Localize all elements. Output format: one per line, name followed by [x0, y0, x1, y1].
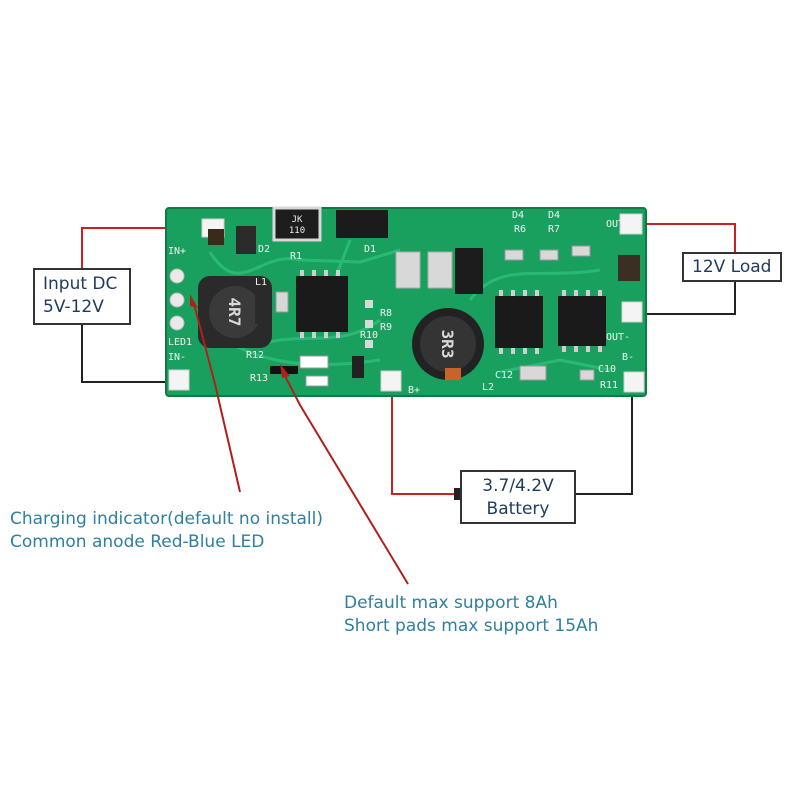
annotation-arrows: [193, 303, 409, 585]
arrow-heads: [190, 294, 290, 378]
pad-b-plus: [380, 370, 402, 392]
mosfet-q1: [455, 248, 483, 294]
ic-u2: [495, 296, 543, 348]
silkscreen-text: IN+ IN- LED1 OUT+ OUT- B+ B- L1 L2 R12 R…: [168, 210, 634, 396]
silk-r13: R13: [250, 373, 268, 384]
input-dc-line1: Input DC: [43, 274, 118, 294]
silk-out-plus: OUT+: [606, 219, 630, 230]
silk-d1: D1: [364, 244, 376, 255]
wire-input-negative: [81, 325, 170, 383]
silk-r8: R8: [380, 308, 392, 319]
silk-led1: LED1: [168, 337, 192, 348]
arrowhead-charging: [190, 294, 198, 308]
ic-u1: [296, 276, 348, 332]
load-label: 12V Load: [682, 252, 782, 282]
inductor-l1-marking: 4R7: [225, 298, 244, 327]
ic-u3: [558, 296, 606, 346]
pad-out-minus: [621, 301, 643, 323]
inductor-l1: [198, 276, 272, 348]
led-pads: [169, 268, 185, 331]
silk-d2: D2: [258, 244, 270, 255]
silk-r6: R6: [514, 224, 526, 235]
silk-c10: C10: [598, 364, 616, 375]
inductor-l2-marking: 3R3: [438, 330, 457, 359]
schottky-diode-jk: [272, 206, 322, 242]
schottky-marking-line: JK: [292, 215, 303, 225]
arrow-short-pads: [283, 373, 409, 585]
arrow-charging-indicator: [193, 303, 241, 493]
charging-indicator-annotation: Charging indicator(default no install) C…: [10, 508, 323, 554]
silk-d4a: D4: [512, 210, 524, 221]
resistor-sense-1: [395, 251, 421, 289]
silk-r1: R1: [290, 251, 302, 262]
capacitor-output: [618, 255, 640, 281]
battery-terminal: [454, 488, 460, 500]
silk-in-plus: IN+: [168, 246, 186, 257]
diode-d1: [336, 210, 388, 238]
capacity-line1: Default max support 8Ah: [344, 593, 558, 613]
input-dc-label: Input DC 5V-12V: [33, 268, 131, 325]
silk-c12: C12: [495, 370, 513, 381]
wire-battery-positive: [391, 382, 458, 495]
ic-pins: [300, 270, 602, 354]
ic-chips: [296, 276, 606, 348]
pad-in-minus: [168, 369, 190, 391]
resistor-sense-2: [427, 251, 453, 289]
smd-parts: [255, 245, 595, 387]
battery-label: 3.7/4.2V Battery: [460, 470, 576, 524]
pad-b-minus: [623, 371, 645, 393]
charging-line1: Charging indicator(default no install): [10, 509, 324, 529]
wire-input-positive: [81, 227, 170, 268]
arrowhead-short-pads: [280, 364, 290, 378]
inductor-markings: 4R7 3R3: [225, 298, 457, 359]
silk-out-minus: OUT-: [606, 332, 630, 343]
capacitor-c1: [208, 229, 224, 245]
capacity-line2: Short pads max support 15Ah: [344, 616, 599, 636]
wire-load-positive: [636, 223, 736, 252]
silk-r7: R7: [548, 224, 560, 235]
silk-l2: L2: [482, 382, 494, 393]
pcb-board: [165, 206, 647, 397]
wire-load-negative: [636, 282, 736, 315]
pad-out-plus: [619, 213, 643, 235]
wires: [81, 223, 736, 495]
silk-b-plus: B+: [408, 385, 420, 396]
wire-battery-negative: [576, 385, 633, 495]
schottky-marking-line: 110: [289, 226, 305, 236]
silk-d4b: D4: [548, 210, 560, 221]
inductor-l2: [412, 308, 484, 380]
diode-d2: [236, 226, 256, 254]
silk-l1: L1: [255, 277, 267, 288]
battery-line1: 3.7/4.2V: [482, 476, 554, 496]
silk-r10: R10: [360, 330, 378, 341]
silk-b-minus: B-: [622, 352, 634, 363]
silk-r12: R12: [246, 350, 264, 361]
battery-line2: Battery: [486, 499, 550, 519]
capacity-annotation: Default max support 8Ah Short pads max s…: [344, 592, 598, 638]
input-dc-line2: 5V-12V: [43, 297, 104, 317]
silk-in-minus: IN-: [168, 352, 186, 363]
charging-line2: Common anode Red-Blue LED: [10, 532, 265, 552]
silk-r9: R9: [380, 322, 392, 333]
load-label-text: 12V Load: [692, 257, 772, 277]
silk-r11: R11: [600, 380, 618, 391]
